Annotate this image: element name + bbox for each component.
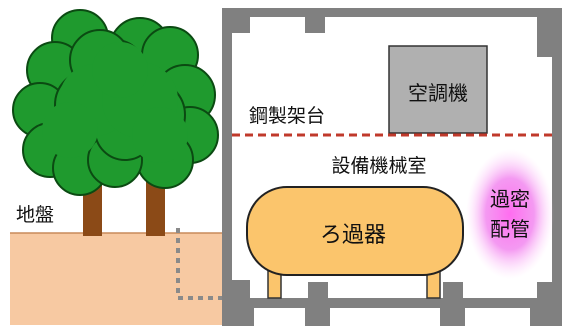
overcrowded-label-line1: 過密 [490, 187, 530, 211]
overcrowded-label-line2: 配管 [490, 217, 530, 241]
steel-frame-label: 鋼製架台 [249, 105, 325, 127]
buried-pipe-route [176, 228, 222, 300]
filter-tank-icon [246, 186, 464, 299]
filter-label: ろ過器 [320, 223, 386, 248]
building-walls [222, 8, 562, 326]
ground-label: 地盤 [16, 204, 54, 226]
soil-area [10, 233, 225, 325]
tree-icon [12, 9, 219, 236]
air-conditioner-label: 空調機 [408, 81, 468, 105]
equipment-room-label: 設備機械室 [331, 155, 426, 177]
air-conditioner-icon [388, 45, 488, 134]
overcrowded-piping-highlight [466, 149, 554, 279]
